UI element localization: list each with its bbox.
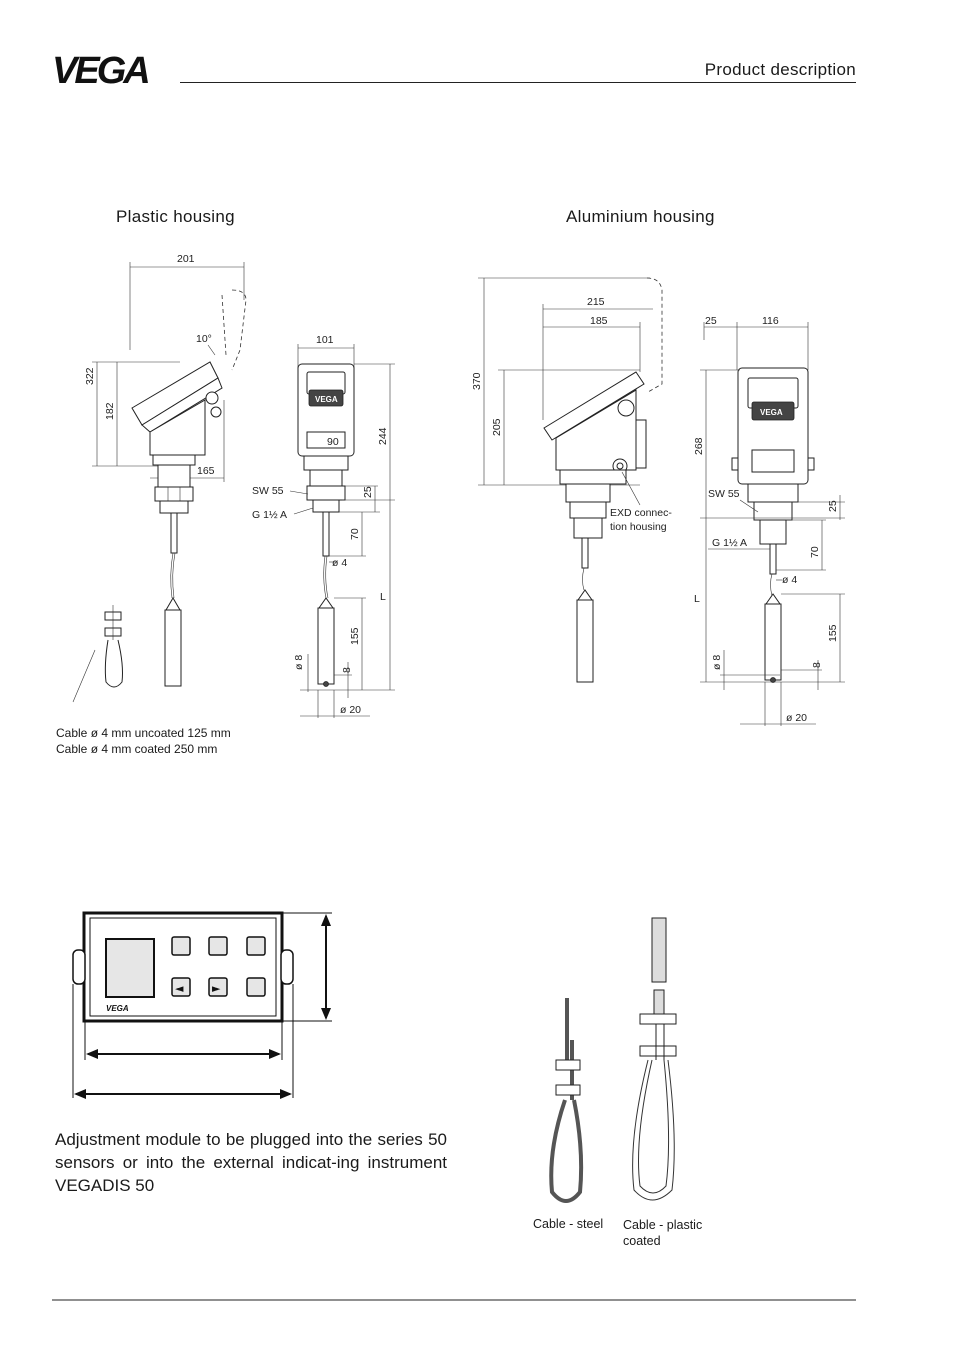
dim-d20-plastic: ø 20	[340, 704, 361, 716]
alu-front-logo: VEGA	[760, 408, 783, 417]
label-sw55-plastic: SW 55	[252, 485, 284, 497]
adjustment-module-drawing: ◄ ► VEGA	[72, 911, 332, 1099]
dim-244: 244	[377, 427, 389, 445]
header-rule	[180, 82, 856, 83]
dim-8-alu: 8	[811, 662, 823, 668]
key-right-arrow-icon: ►	[212, 982, 221, 995]
front-logo: VEGA	[315, 395, 338, 404]
dim-322: 322	[84, 367, 96, 385]
label-sw55-alu: SW 55	[708, 488, 740, 500]
dim-8-plastic: 8	[341, 667, 353, 673]
cable-note-uncoated: Cable ø 4 mm uncoated 125 mm	[56, 726, 231, 740]
cable-plastic-drawing	[632, 917, 677, 1201]
dim-155: 155	[349, 627, 361, 645]
dim-116: 116	[762, 315, 779, 327]
vega-logo-graphic: VEGA	[52, 50, 151, 88]
cable-note-coated: Cable ø 4 mm coated 250 mm	[56, 742, 218, 756]
dim-268: 268	[693, 437, 705, 455]
cable-steel-drawing	[549, 998, 584, 1203]
plastic-loop-detail	[72, 605, 123, 703]
aluminium-side-view: 215 185 370 205 EXD connec- ti	[471, 277, 672, 683]
dim-201: 201	[177, 253, 195, 265]
plastic-side-view: 201 10° 322 182 165	[84, 253, 247, 687]
dim-370: 370	[471, 372, 483, 390]
label-exd-1: EXD connec-	[610, 507, 672, 519]
vega-logo: VEGA	[52, 50, 172, 88]
dim-d8-plastic: ø 8	[293, 655, 305, 670]
dim-101: 101	[316, 334, 334, 346]
dim-70-alu: 70	[809, 546, 821, 558]
dim-d4-alu: ø 4	[782, 574, 797, 586]
label-g15-plastic: G 1½ A	[252, 509, 287, 521]
dim-L: L	[380, 591, 386, 603]
dim-155-alu: 155	[827, 624, 839, 642]
dim-25: 25	[362, 486, 374, 498]
dim-d4-plastic: ø 4	[332, 557, 347, 569]
dim-182: 182	[104, 402, 116, 420]
key-left-arrow-icon: ◄	[175, 982, 184, 995]
dim-d20-alu: ø 20	[786, 712, 807, 724]
dim-165: 165	[197, 465, 215, 477]
dim-70: 70	[349, 528, 361, 540]
module-logo: VEGA	[106, 1004, 129, 1013]
label-g15-alu: G 1½ A	[712, 537, 747, 549]
dim-215: 215	[587, 296, 605, 308]
dim-10-deg: 10°	[196, 333, 212, 345]
aluminium-front-view: 25 116 VEGA 268 25 70 L 155	[693, 315, 845, 726]
adjustment-module-description: Adjustment module to be plugged into the…	[55, 1130, 447, 1195]
dim-L-alu: L	[694, 593, 700, 605]
dim-25-alu: 25	[827, 500, 839, 512]
dim-205: 205	[491, 418, 503, 436]
dim-d8-alu: ø 8	[711, 655, 723, 670]
dim-90: 90	[327, 436, 339, 448]
dim-185: 185	[590, 315, 608, 327]
cable-plastic-label: Cable - plastic coated	[623, 1218, 703, 1248]
label-exd-2: tion housing	[610, 521, 667, 533]
vega-logo-text: VEGA	[52, 50, 148, 88]
plastic-front-view: 101 VEGA 90 244 25 70 L	[252, 334, 395, 718]
dim-25-top: 25	[705, 315, 717, 327]
page-section-title: Product description	[704, 60, 856, 79]
plastic-housing-title: Plastic housing	[116, 207, 235, 226]
cable-steel-label: Cable - steel	[533, 1217, 604, 1231]
aluminium-housing-title: Aluminium housing	[566, 207, 715, 226]
